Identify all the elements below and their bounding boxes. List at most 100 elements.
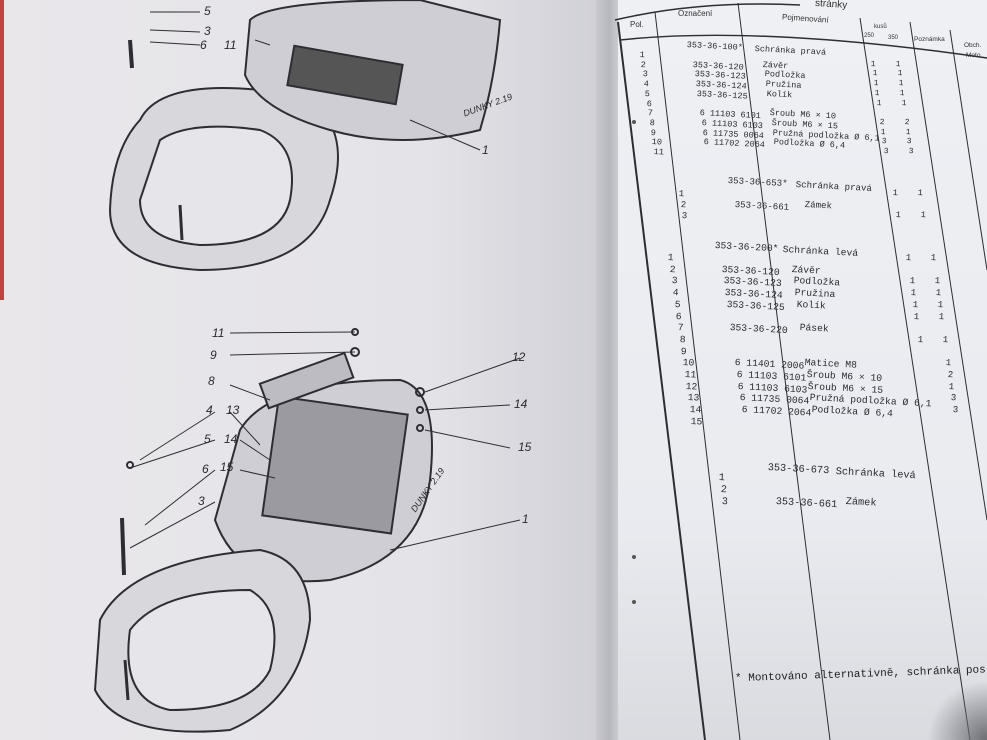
callout-13: 13 [226, 403, 240, 417]
latch-top [286, 44, 404, 106]
row-qty-350: 3 [950, 392, 957, 404]
row-pol: 3 [670, 275, 678, 287]
callout-14: 14 [514, 397, 528, 411]
row-qty-250: 1 [917, 333, 924, 346]
row-pol: 7 [647, 108, 654, 119]
row-qty-350: 3 [908, 147, 914, 157]
row-qty-250: 3 [883, 147, 889, 157]
row-qty-250: 2 [879, 117, 885, 128]
row-pol: 3 [721, 496, 729, 509]
callout-9: 9 [210, 348, 217, 362]
row-qty-250: 1 [912, 298, 919, 311]
row-qty-350: 1 [945, 357, 952, 369]
callout-6: 6 [202, 462, 209, 476]
col-kusu-350: 350 [888, 35, 899, 41]
callout-1: 1 [522, 512, 529, 526]
box-cavity [261, 395, 409, 535]
binding-hole [632, 600, 636, 604]
row-qty-350: 1 [935, 287, 942, 299]
row-qty-350: 1 [930, 252, 937, 264]
callout-5: 5 [204, 4, 211, 18]
callout-11: 11 [224, 38, 237, 52]
strap [258, 351, 355, 410]
callout-14: 14 [224, 432, 238, 446]
col-poznamka: Poznámka [914, 36, 945, 43]
row-pol: 6 [675, 310, 683, 322]
col-kusu-250: 250 [864, 33, 875, 39]
row-pol: 13 [687, 392, 700, 404]
row-qty-350: 1 [897, 69, 903, 79]
row-pol: 10 [682, 357, 695, 369]
callout-11: 11 [212, 326, 225, 340]
row-qty-250: 1 [895, 210, 902, 221]
row-qty-350: 1 [895, 59, 902, 69]
row-qty-350: 2 [904, 117, 910, 128]
callout-1: 1 [482, 143, 489, 157]
callout-12: 12 [512, 350, 526, 364]
row-pol: 9 [680, 345, 688, 357]
callout-15: 15 [518, 440, 532, 454]
row-qty-350: 1 [942, 333, 949, 346]
row-qty-350: 3 [906, 137, 913, 147]
row-pol: 1 [667, 252, 675, 264]
exploded-drawing [93, 0, 521, 733]
row-pol: 11 [684, 369, 697, 381]
row-name: Zámek [804, 199, 833, 212]
col-moto: Moto [966, 52, 981, 59]
row-qty-250: 1 [905, 252, 912, 264]
row-pol: 8 [679, 333, 686, 346]
row-name: Kolík [796, 298, 826, 312]
row-qty-350: 1 [917, 188, 924, 199]
callout-4: 4 [206, 403, 213, 417]
row-pol: 1 [678, 188, 685, 200]
callout-3: 3 [198, 494, 205, 508]
row-qty-350: 1 [905, 127, 911, 137]
row-pol: 4 [672, 287, 679, 299]
box-lid-inner-top [138, 125, 293, 247]
col-oznaceni: Označení [678, 9, 713, 18]
cover-edge [0, 0, 4, 300]
row-pol: 2 [720, 484, 727, 497]
row-pol: 2 [680, 199, 687, 211]
row-pol: 15 [690, 415, 703, 428]
row-qty-350: 1 [920, 210, 927, 221]
row-pol: 1 [718, 472, 726, 485]
row-qty-250: 1 [870, 59, 877, 69]
row-pol: 12 [685, 380, 698, 393]
row-name: Pásek [799, 322, 830, 335]
row-qty-250: 1 [880, 127, 886, 137]
binding-hole [632, 120, 636, 124]
callout-3: 3 [204, 24, 211, 38]
row-qty-350: 3 [951, 404, 959, 416]
col-pol: Pol. [630, 20, 644, 29]
row-name: Kolík [766, 88, 793, 101]
row-qty-250: 1 [910, 287, 917, 299]
col-kusu: kusů [874, 24, 887, 30]
col-obch: Obch. [964, 42, 982, 49]
row-pol: 2 [669, 263, 676, 275]
box-lid-inner-bottom [127, 588, 276, 712]
row-pol: 8 [648, 117, 655, 129]
callout-5: 5 [204, 432, 211, 446]
row-qty-350: 1 [898, 79, 904, 89]
callout-15: 15 [220, 460, 234, 474]
row-qty-350: 1 [933, 275, 941, 287]
row-pol: 1 [639, 50, 646, 61]
row-name: Zámek [845, 496, 878, 510]
row-qty-250: 1 [872, 69, 878, 79]
binding-hole [632, 555, 636, 559]
shadow [927, 680, 987, 740]
row-pol: 5 [674, 298, 681, 311]
row-pol: 11 [653, 147, 664, 158]
row-qty-250: 1 [873, 79, 879, 89]
row-qty-350: 1 [901, 98, 907, 108]
left-page-drawings: 5 3 6 11 1 DUNKY 2.19 11 9 8 4 13 5 14 6… [0, 0, 610, 740]
row-qty-250: 1 [908, 275, 916, 287]
row-qty-350: 1 [899, 88, 906, 99]
row-pol: 14 [688, 404, 702, 416]
row-qty-250: 3 [881, 137, 888, 147]
row-qty-350: 1 [948, 380, 955, 392]
row-pol: 3 [681, 210, 688, 222]
row-pol: 7 [677, 322, 684, 334]
